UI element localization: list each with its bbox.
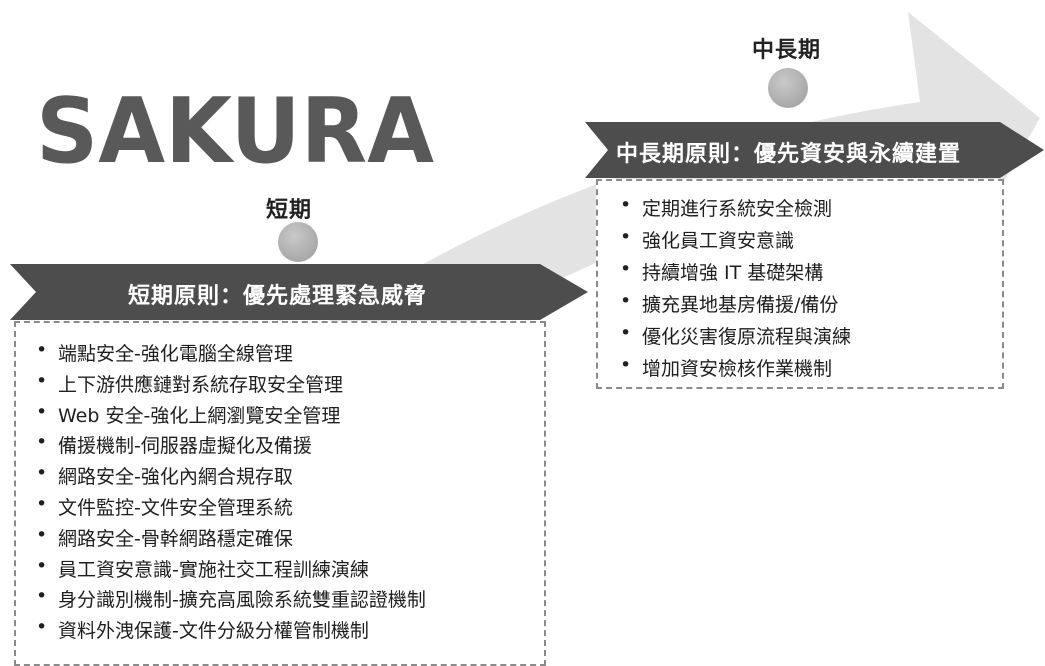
short-term-banner: 短期原則：優先處理緊急威脅 [128, 284, 428, 309]
list-item: 網路安全-骨幹網路穩定確保 [36, 524, 426, 555]
list-item: 定期進行系統安全檢測 [620, 194, 851, 226]
short-term-banner-shape [10, 264, 588, 320]
list-item: 員工資安意識-實施社交工程訓練演練 [36, 555, 426, 586]
long-term-item-box: 定期進行系統安全檢測 強化員工資安意識 持續增強 IT 基礎架構 擴充異地基房備… [596, 179, 1004, 389]
list-item: 優化災害復原流程與演練 [620, 322, 851, 354]
short-term-item-box: 端點安全-強化電腦全線管理 上下游供應鏈對系統存取安全管理 Web 安全-強化上… [14, 321, 546, 666]
list-item: 備援機制-伺服器虛擬化及備援 [36, 431, 426, 462]
list-item: 強化員工資安意識 [620, 226, 851, 258]
list-item: 身分識別機制-擴充高風險系統雙重認證機制 [36, 585, 426, 616]
svg-text:SAKURA: SAKURA [36, 86, 434, 172]
list-item: 資料外洩保護-文件分級分權管制機制 [36, 616, 426, 647]
short-term-item-list: 端點安全-強化電腦全線管理 上下游供應鏈對系統存取安全管理 Web 安全-強化上… [36, 339, 426, 647]
long-term-milestone-dot [768, 68, 808, 108]
list-item: 上下游供應鏈對系統存取安全管理 [36, 370, 426, 401]
long-term-stage-label: 中長期 [752, 38, 822, 63]
list-item: 增加資安檢核作業機制 [620, 354, 851, 386]
long-term-banner-shape [585, 122, 1044, 178]
list-item: 文件監控-文件安全管理系統 [36, 493, 426, 524]
list-item: 端點安全-強化電腦全線管理 [36, 339, 426, 370]
short-term-stage-label: 短期 [266, 198, 313, 223]
long-term-item-list: 定期進行系統安全檢測 強化員工資安意識 持續增強 IT 基礎架構 擴充異地基房備… [620, 194, 851, 386]
short-term-milestone-dot [278, 222, 318, 262]
list-item: 網路安全-強化內網合規存取 [36, 462, 426, 493]
list-item: 持續增強 IT 基礎架構 [620, 258, 851, 290]
list-item: 擴充異地基房備援/備份 [620, 290, 851, 322]
sakura-logo: SAKURA [36, 86, 434, 172]
long-term-banner: 中長期原則：優先資安與永續建置 [616, 142, 962, 167]
list-item: Web 安全-強化上網瀏覽安全管理 [36, 401, 426, 432]
